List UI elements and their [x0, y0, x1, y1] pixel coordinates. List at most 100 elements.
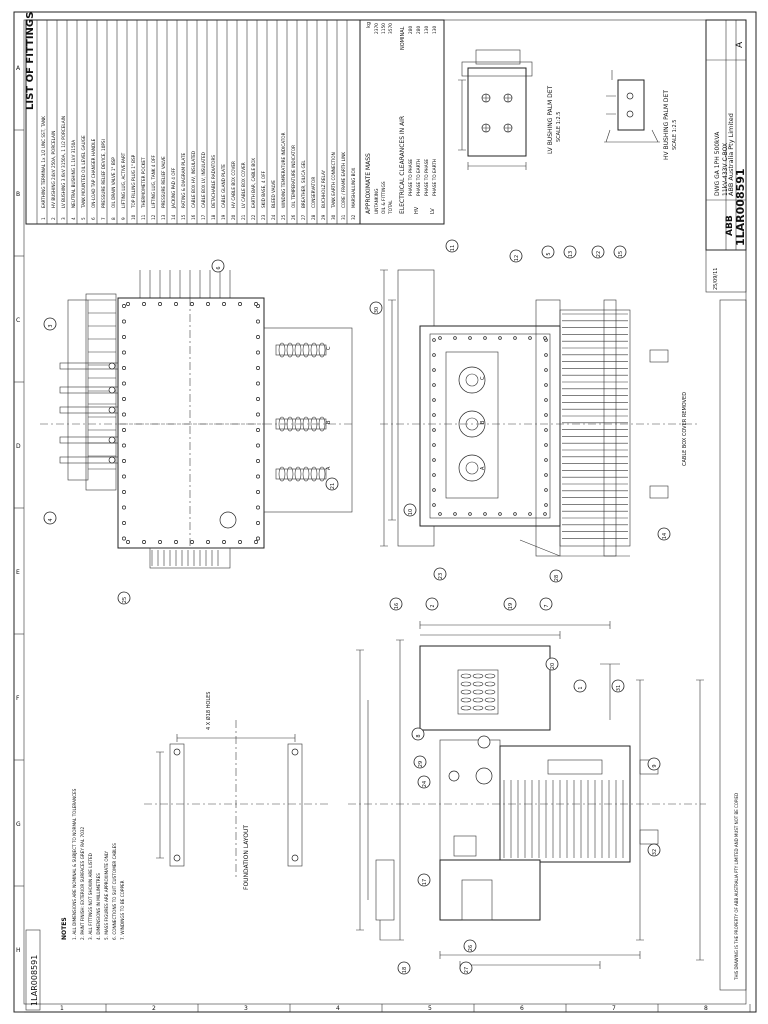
clearance-value: 280	[408, 26, 414, 34]
mass-label: TOTAL	[388, 200, 394, 215]
callout-number: 26	[468, 945, 474, 951]
fitting-description: LIFTING LUG, ACTIVE PART	[121, 152, 126, 208]
fitting-number: 24	[271, 214, 276, 220]
notes-heading: NOTES	[61, 917, 68, 940]
border-letter: H	[16, 947, 21, 954]
lv-cable-box	[439, 859, 541, 921]
callout-bubble	[509, 249, 523, 263]
fitting-description: NEUTRAL BUSHING 1.1kV 3150A	[71, 140, 76, 208]
title-line-1: DWG GA 1PH 500kVA	[714, 131, 721, 196]
fittings-rows: 1 EARTHING TERMINAL 1x 1/2 UNC SST, TANK 2…	[36, 20, 356, 224]
fitting-description: THERMOMETER POCKET	[141, 157, 146, 209]
fittings-heading: LIST OF FITTINGS	[25, 12, 36, 110]
note-line: 1. ALL DIMENSIONS ARE NOMINAL & SUBJECT …	[72, 788, 77, 940]
border-letter: C	[16, 317, 20, 324]
phase-label: B	[480, 420, 486, 424]
fitting-number: 22	[251, 214, 256, 220]
clearance-heading: ELECTRICAL CLEARANCES IN AIR	[399, 116, 406, 214]
fitting-description: EARTHING TERMINAL 1x 1/2 UNC SST, TANK	[41, 116, 46, 208]
drawing-date: 25/09/11	[713, 268, 719, 290]
fitting-description: SKID BASE, 4 OFF	[261, 170, 266, 208]
foundation-title: FOUNDATION LAYOUT	[243, 825, 250, 890]
bottom-radiator-fins	[151, 550, 219, 566]
mass-label: UNTANKING	[374, 189, 380, 214]
fitting-description: TANK MOUNTED OIL LEVEL GAUGE	[81, 135, 86, 209]
cable-box-open	[419, 325, 561, 527]
mass-value: 3570	[388, 23, 394, 34]
mass-label: OIL & FITTINGS	[381, 181, 387, 214]
border-letter: E	[16, 569, 20, 576]
fitting-number: 27	[301, 214, 306, 220]
fitting-description: LIFTING LUG, TANK 4 OFF	[151, 154, 156, 208]
border-number: 7	[612, 1005, 616, 1012]
callout-bubble	[541, 245, 555, 259]
callout-bubble	[413, 755, 427, 769]
callout-number: 24	[422, 781, 428, 787]
callout-bubble	[417, 775, 431, 789]
phase-label: C	[326, 346, 332, 350]
callout-number: 27	[464, 967, 470, 973]
border-number: 8	[704, 1005, 708, 1012]
callout-bubble	[539, 597, 553, 611]
fitting-number: 3	[61, 217, 66, 220]
mass-value: 2370	[374, 23, 380, 34]
phase-label: C	[480, 376, 486, 380]
callout-number: 14	[662, 533, 668, 539]
top-valve	[219, 511, 237, 529]
hv-palm-detail: HV BUSHING PALM DET SCALE 1:2.5	[604, 70, 678, 160]
fitting-description: CONSERVATOR	[311, 177, 316, 208]
fitting-number: 2	[51, 217, 56, 220]
fitting-number: 25	[281, 214, 286, 220]
clearance-group: LV	[430, 208, 436, 214]
callout-number: 5	[546, 252, 552, 255]
mass-heading: APPROXIMATE MASS	[365, 153, 372, 214]
company-name: ABB Australia Pty Limited	[727, 113, 735, 196]
fitting-number: 14	[171, 214, 176, 220]
side-view: CABLE BOX COVER REMOVED	[380, 269, 700, 557]
border-number: 1	[60, 1005, 64, 1012]
fitting-number: 23	[261, 214, 266, 220]
callout-number: 19	[508, 603, 514, 609]
fitting-number: 1	[41, 217, 46, 220]
callout-bubble	[563, 245, 577, 259]
fitting-description: BUCHHOLZ RELAY	[321, 169, 326, 208]
fitting-description: HV BUSHING 24kV 250A, PORCELAIN	[51, 131, 56, 208]
hv-bushings	[275, 342, 327, 482]
fitting-description: CORE / FRAME EARTH LINK	[341, 152, 346, 208]
callout-bubble	[549, 569, 563, 583]
fitting-number: 8	[111, 217, 116, 220]
hv-cable-box	[419, 645, 551, 731]
callout-number: 25	[122, 597, 128, 603]
front-view	[348, 621, 706, 969]
callout-bubble	[445, 239, 459, 253]
notes: NOTES 1. ALL DIMENSIONS ARE NOMINAL & SU…	[61, 788, 125, 940]
fitting-description: ON-LOAD TAP CHANGER HANDLE	[91, 138, 96, 208]
callout-number: 15	[618, 251, 624, 257]
callout-number: 23	[438, 573, 444, 579]
title-line-2: 11kV-433V C-BOX	[722, 143, 729, 196]
callout-bubble	[425, 597, 439, 611]
side-radiator-block	[559, 309, 631, 547]
fitting-number: 20	[231, 214, 236, 220]
fitting-description: CABLE GLAND PLATE	[221, 164, 226, 208]
fitting-number: 21	[241, 214, 246, 220]
callout-bubble	[647, 843, 661, 857]
title-block: 1LAR008591 ABB Australia Pty Limited DWG…	[705, 19, 747, 991]
callout-number: 17	[422, 879, 428, 885]
fitting-description: OIL DRAIN VALVE 1" BSP	[111, 157, 116, 208]
fitting-description: RATING & DIAGRAM PLATE	[181, 153, 186, 208]
border-letter: A	[16, 65, 21, 72]
callout-number: 3	[48, 324, 54, 327]
top-view	[40, 270, 355, 569]
border-letter: G	[16, 821, 21, 828]
corner-drawing-number: 1LAR008591	[30, 955, 39, 1006]
abb-logo: ABB	[725, 215, 735, 236]
hv-palm-scale: SCALE 1:2.5	[672, 120, 678, 150]
lv-palm-scale: SCALE 1:2.5	[556, 112, 562, 142]
side-radiator-fins	[562, 313, 628, 539]
fitting-number: 19	[221, 214, 226, 220]
note-line: 6. CONNECTIONS TO SUIT CUSTOMER CABLES	[112, 843, 117, 940]
